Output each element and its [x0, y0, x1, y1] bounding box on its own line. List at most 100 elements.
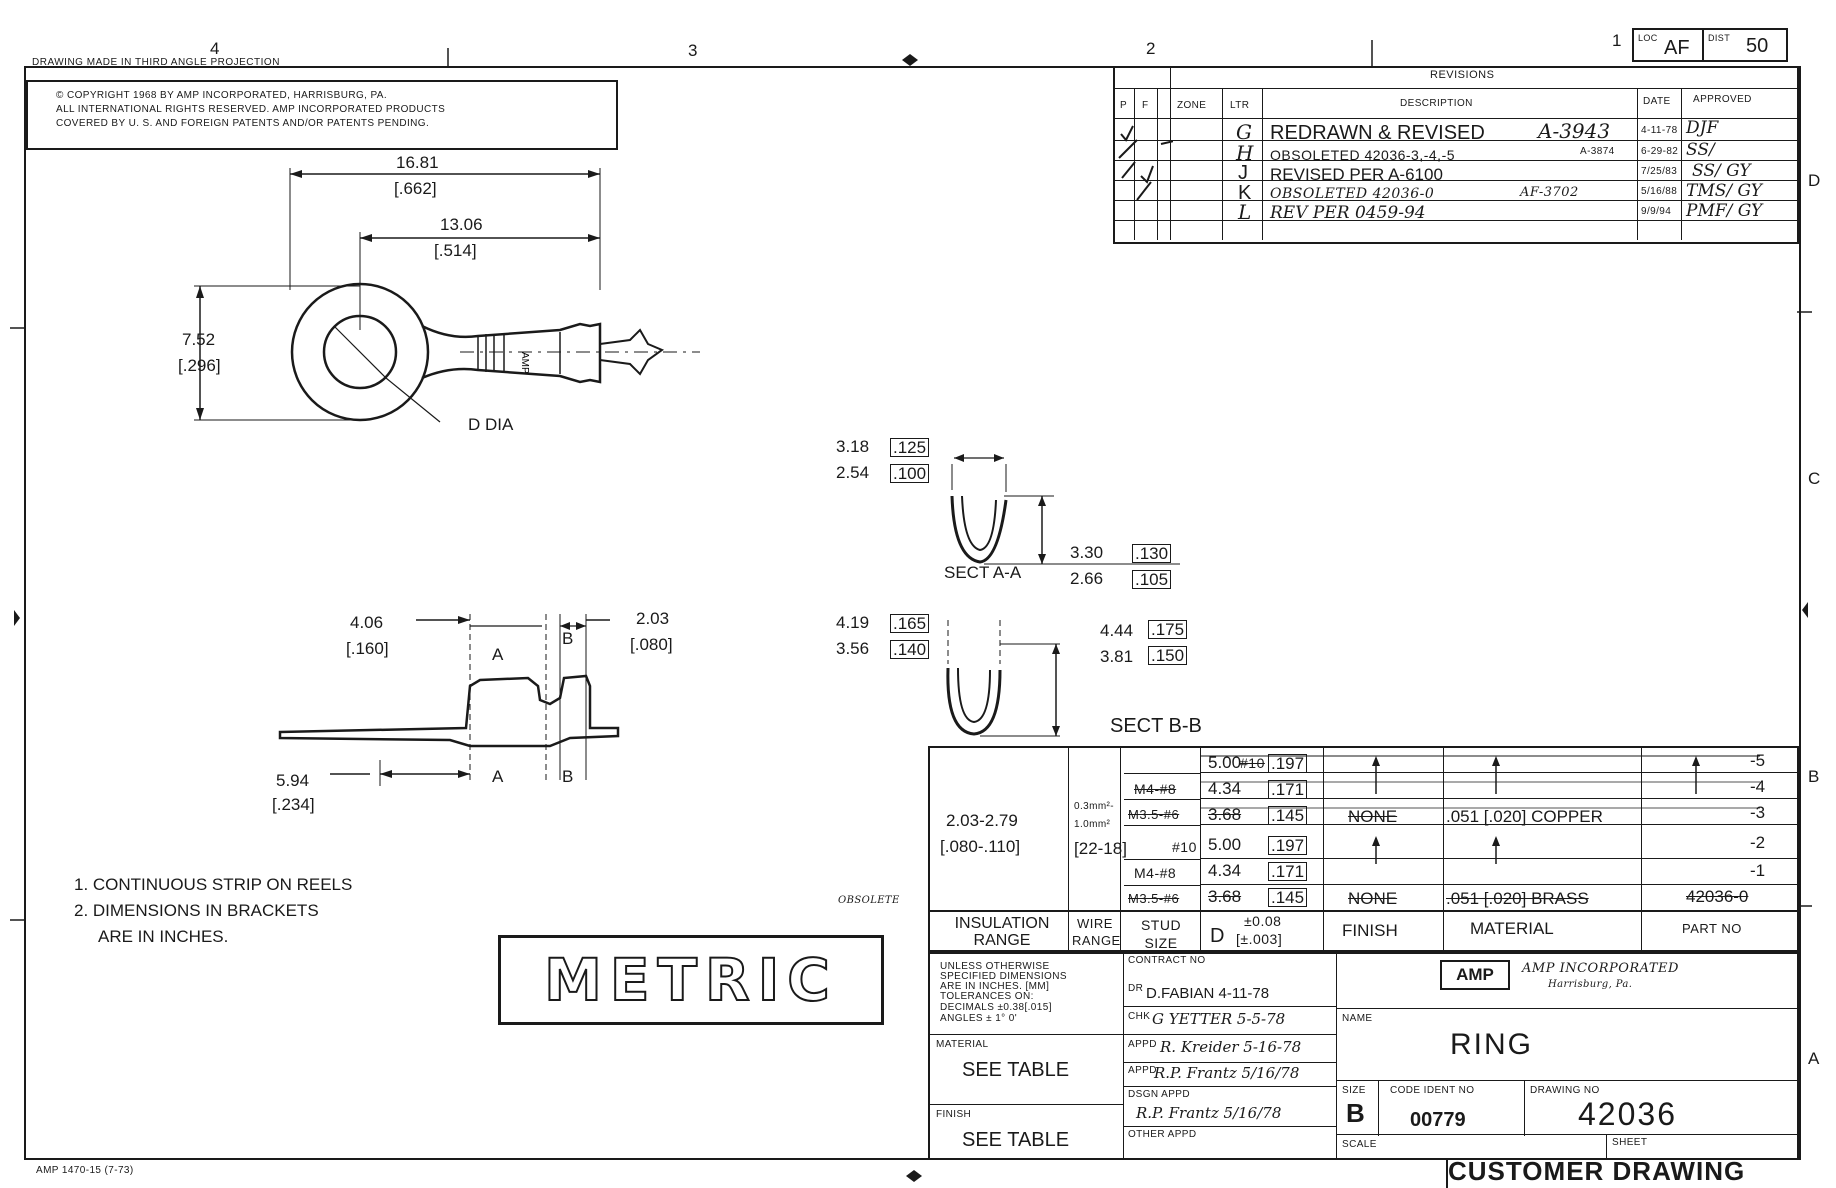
loc-dist-box	[1632, 28, 1788, 62]
header-d: D	[1210, 925, 1225, 947]
dim-top-length: 16.81	[396, 153, 439, 172]
finish-value: NONE	[1348, 807, 1398, 826]
sect-b-width: 3.56	[836, 639, 870, 658]
revision-approved: TMS/ GY	[1686, 181, 1763, 201]
svg-text:AMP: AMP	[519, 352, 530, 374]
revision-description: REV PER 0459-94	[1270, 203, 1426, 223]
dim-mid-length: 13.06	[440, 215, 483, 234]
revision-letter: G	[1236, 120, 1252, 144]
sect-a-height-inch: .105	[1132, 570, 1172, 589]
wire-range-awg: [22-18]	[1074, 839, 1127, 858]
tolerance-line: ANGLES ± 1° 0'	[940, 1013, 1018, 1024]
sect-b-width: 4.19	[836, 613, 870, 632]
stud-size: M4-#8	[1134, 781, 1177, 797]
header-d-tol-inch: [±.003]	[1236, 931, 1283, 947]
dsgn-label: DSGN APPD	[1128, 1089, 1190, 1100]
chk-label: CHK	[1128, 1011, 1151, 1022]
dr-label: DR	[1128, 983, 1144, 994]
appd2-label: APPD	[1128, 1065, 1157, 1076]
wire-range-mm: 1.0mm²	[1074, 819, 1111, 830]
revision-description: REVISED PER A-6100	[1270, 165, 1443, 184]
d-value: 3.68	[1208, 805, 1242, 824]
tolerance-line: UNLESS OTHERWISE	[940, 961, 1050, 972]
revision-letter: J	[1238, 162, 1248, 184]
section-label-a: A	[492, 645, 504, 664]
dim-a-length: 4.06	[350, 613, 384, 632]
header-insulation: INSULATION RANGE	[954, 915, 1050, 949]
dim-pitch-inch: [.234]	[272, 795, 315, 814]
revision-approved: SS/	[1686, 140, 1715, 160]
finish-value: NONE	[1348, 889, 1398, 908]
obsolete-note: OBSOLETE	[838, 895, 900, 906]
header-wire: WIRE RANGE	[1072, 916, 1121, 948]
zone-label-side: D	[1808, 171, 1821, 190]
revision-approved: DJF	[1686, 118, 1719, 138]
loc-value: AF	[1664, 37, 1690, 59]
sect-b-height: 4.44	[1100, 621, 1134, 640]
name-label: NAME	[1342, 1013, 1373, 1024]
section-label-b: B	[562, 629, 574, 648]
dim-b-length-inch: [.080]	[630, 635, 673, 654]
revision-ref: A-3874	[1580, 146, 1615, 157]
loc-label: LOC	[1638, 33, 1658, 43]
section-label-b: B	[562, 767, 574, 786]
header-part-no: PART NO	[1682, 921, 1742, 936]
note-line: 1. CONTINUOUS STRIP ON REELS	[74, 875, 353, 894]
material-value: .051 [.020] COPPER	[1446, 807, 1603, 826]
revisions-header: DATE	[1643, 96, 1671, 107]
section-b-view	[946, 620, 1060, 737]
part-number: 42036-0	[1686, 887, 1749, 906]
stud-size: #10	[1172, 839, 1197, 855]
d-value: 3.68	[1208, 887, 1242, 906]
header-finish: FINISH	[1342, 921, 1398, 940]
sect-b-width-inch: .165	[890, 614, 930, 633]
metric-stamp: METRIC	[498, 935, 884, 1025]
revision-approved: SS/ GY	[1692, 161, 1751, 181]
stud-size: M3.5-#6	[1128, 891, 1180, 906]
note-line: 2. DIMENSIONS IN BRACKETS	[74, 901, 319, 920]
d-value-inch: .171	[1268, 862, 1308, 881]
dim-width: 7.52	[182, 330, 216, 349]
contract-label: CONTRACT NO	[1128, 955, 1206, 966]
sect-a-width: 2.54	[836, 463, 870, 482]
company-city: Harrisburg, Pa.	[1548, 979, 1633, 990]
revision-date: 9/9/94	[1641, 206, 1672, 217]
revision-letter: K	[1238, 182, 1252, 204]
zone-label-top: 2	[1146, 39, 1156, 58]
material-label: MATERIAL	[936, 1039, 989, 1050]
revision-ref: AF-3702	[1520, 185, 1579, 200]
sect-b-height-inch: .175	[1148, 620, 1188, 639]
revision-letter: L	[1238, 200, 1252, 224]
revision-ref: A-3943	[1538, 119, 1611, 143]
d-value: 5.00	[1208, 753, 1242, 772]
sect-a-width-inch: .125	[890, 438, 930, 457]
stud-size: M3.5-#6	[1128, 807, 1180, 822]
d-value-inch: .197	[1268, 754, 1308, 773]
d-value-inch: .171	[1268, 780, 1308, 799]
form-number: AMP 1470-15 (7-73)	[36, 1165, 134, 1176]
insulation-range: 2.03-2.79	[946, 811, 1018, 830]
tolerance-line: ARE IN INCHES. [MM]	[940, 981, 1050, 992]
dim-top-length-inch: [.662]	[394, 179, 437, 198]
revision-date: 7/25/83	[1641, 166, 1678, 177]
d-value-inch: .145	[1268, 806, 1308, 825]
revisions-header: APPROVED	[1693, 94, 1752, 105]
drawing-border	[24, 66, 1801, 1160]
header-material: MATERIAL	[1470, 919, 1554, 938]
revision-description: OBSOLETED 42036-0	[1270, 186, 1435, 202]
copyright-line: ALL INTERNATIONAL RIGHTS RESERVED. AMP I…	[56, 104, 446, 115]
d-value: 4.34	[1208, 779, 1242, 798]
appd-value: R. Kreider 5-16-78	[1160, 1038, 1302, 1056]
sect-b-height-inch: .150	[1148, 646, 1188, 665]
ring-terminal-side-view	[278, 614, 620, 786]
zone-label-side: C	[1808, 469, 1821, 488]
size-label: SIZE	[1342, 1085, 1366, 1096]
stud-size: M4-#8	[1134, 865, 1177, 881]
note-line: ARE IN INCHES.	[98, 927, 229, 946]
revisions-header: ZONE	[1177, 100, 1207, 111]
tolerance-line: SPECIFIED DIMENSIONS	[940, 971, 1067, 982]
copyright-line: © COPYRIGHT 1968 BY AMP INCORPORATED, HA…	[56, 90, 388, 101]
finish-label: FINISH	[936, 1109, 972, 1120]
